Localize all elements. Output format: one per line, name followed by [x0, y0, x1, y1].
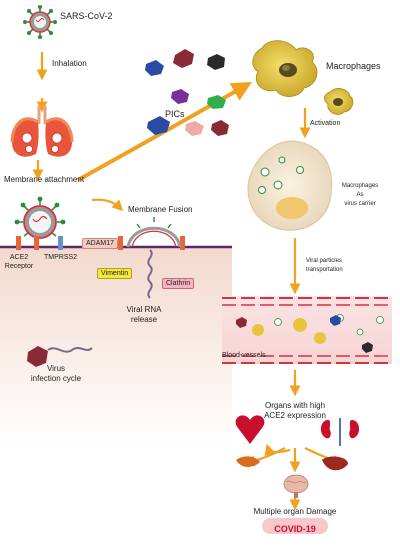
label-ace2: ACE2 [9, 254, 29, 261]
covid-badge-bg [262, 518, 328, 534]
brain-icon [283, 474, 309, 498]
label-macrophages: Macrophages [326, 61, 381, 71]
ace2-receptors [16, 236, 185, 250]
label-membrane-fusion: Membrane Fusion [128, 205, 193, 214]
label-carrier-1: Macrophages [341, 183, 379, 189]
tag-vimentin: Vimentin [97, 268, 133, 279]
covid-badge-label: COVID-19 [274, 524, 316, 534]
label-inhalation: Inhalation [52, 59, 87, 68]
pancreas-icon [236, 456, 260, 467]
label-virus: Virus [46, 364, 66, 373]
heart-icon [235, 415, 265, 444]
macrophage-icon [252, 40, 354, 115]
label-membrane-attachment: Membrane attachment [4, 175, 85, 184]
label-viral-rna-release: release [130, 315, 158, 324]
tag-adam17: ADAM17 [82, 238, 119, 249]
carrier-macrophage [247, 140, 333, 231]
label-carrier-3: virus carrier [344, 201, 376, 207]
label-viral-particles: Viral particles [306, 258, 342, 264]
infection-cycle [27, 346, 93, 367]
tag-clathrin: Clathrin [162, 278, 195, 289]
blood-vessel [222, 296, 392, 364]
pic-blobs [145, 49, 229, 136]
liver-icon [322, 456, 348, 471]
virus-icon [23, 5, 57, 39]
kidney-icon [320, 418, 360, 446]
label-multiple-organ-damage: Multiple organ Damage [253, 507, 337, 516]
label-transportation: transportation [306, 267, 343, 273]
label-organs: Organs with high [264, 401, 326, 410]
attached-virus-icon [14, 196, 66, 239]
label-sars-cov-2: SARS-CoV-2 [60, 11, 113, 21]
membrane-fusion [126, 217, 182, 299]
label-pics: PICs [165, 109, 185, 119]
label-carrier-2: As [356, 192, 364, 198]
label-blood-vessels: Blood-vessels [222, 352, 266, 359]
label-infection-cycle: infection cycle [30, 374, 82, 383]
lungs-icon [10, 106, 74, 157]
label-activation: Activation [310, 120, 341, 127]
label-viral-rna: Viral RNA [126, 305, 162, 314]
label-ace2-receptor: Receptor [4, 263, 34, 270]
arrow-fusion [91, 198, 124, 212]
label-tmprss2: TMPRSS2 [44, 254, 78, 261]
label-ace2-expression: ACE2 expression [264, 411, 326, 420]
